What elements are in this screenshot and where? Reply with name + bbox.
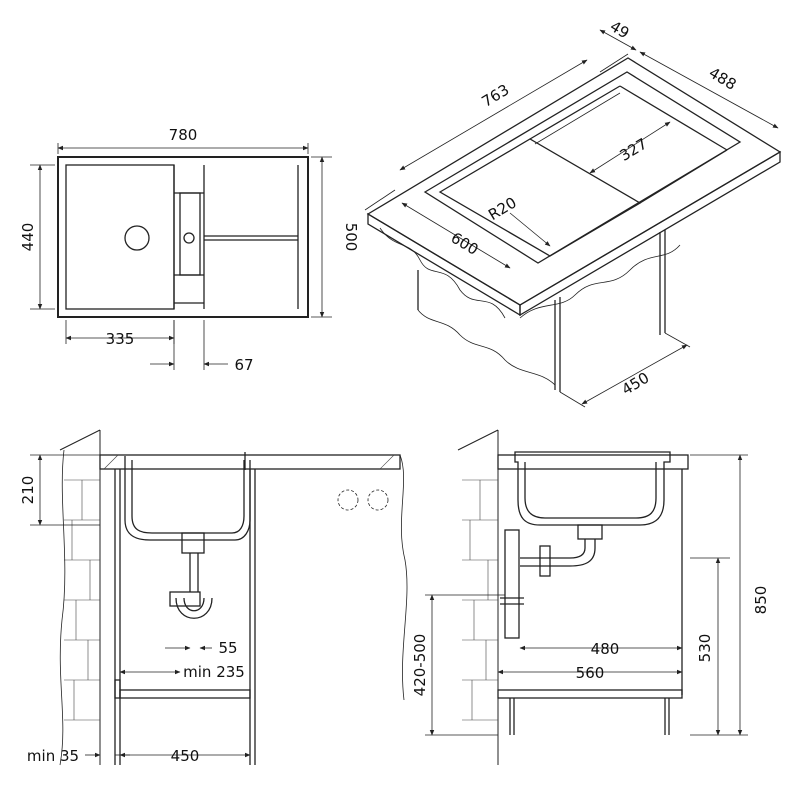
dim-480: 480 [591, 640, 620, 658]
dim-500: 500 [342, 223, 360, 252]
drain-circle [124, 225, 150, 251]
right-countertop [497, 454, 689, 470]
dim-450-iso: 450 [619, 369, 653, 399]
top-view: 780 440 500 335 67 [19, 126, 360, 374]
dim-488: 488 [706, 64, 740, 94]
sink-outline [57, 156, 309, 318]
dim-420-500: 420-500 [411, 634, 429, 697]
countertop-front [519, 150, 781, 317]
iso-view: 763 49 488 327 R20 600 450 [364, 17, 782, 408]
dim-335: 335 [106, 330, 135, 348]
dim-530: 530 [696, 634, 714, 663]
side-view-left: 210 55 min 235 450 min 35 [19, 429, 408, 766]
dim-67: 67 [234, 356, 253, 374]
sink-rim [423, 71, 742, 264]
dim-327: 327 [617, 135, 651, 165]
overflow-outline [179, 192, 201, 276]
dim-450-left: 450 [171, 747, 200, 765]
dim-55: 55 [218, 639, 237, 657]
dim-850: 850 [752, 586, 770, 615]
side-view-right: 420-500 480 560 530 850 [411, 429, 770, 765]
dim-49: 49 [607, 17, 633, 42]
dim-763: 763 [479, 81, 513, 111]
dim-210: 210 [19, 476, 37, 505]
bowl-outline [65, 164, 175, 310]
dim-r20: R20 [485, 193, 520, 224]
dim-560: 560 [576, 664, 605, 682]
dim-440: 440 [19, 223, 37, 252]
dim-min235: min 235 [183, 663, 245, 681]
dim-min35: min 35 [27, 747, 79, 765]
dim-780: 780 [169, 126, 198, 144]
overflow-circle [183, 232, 195, 244]
